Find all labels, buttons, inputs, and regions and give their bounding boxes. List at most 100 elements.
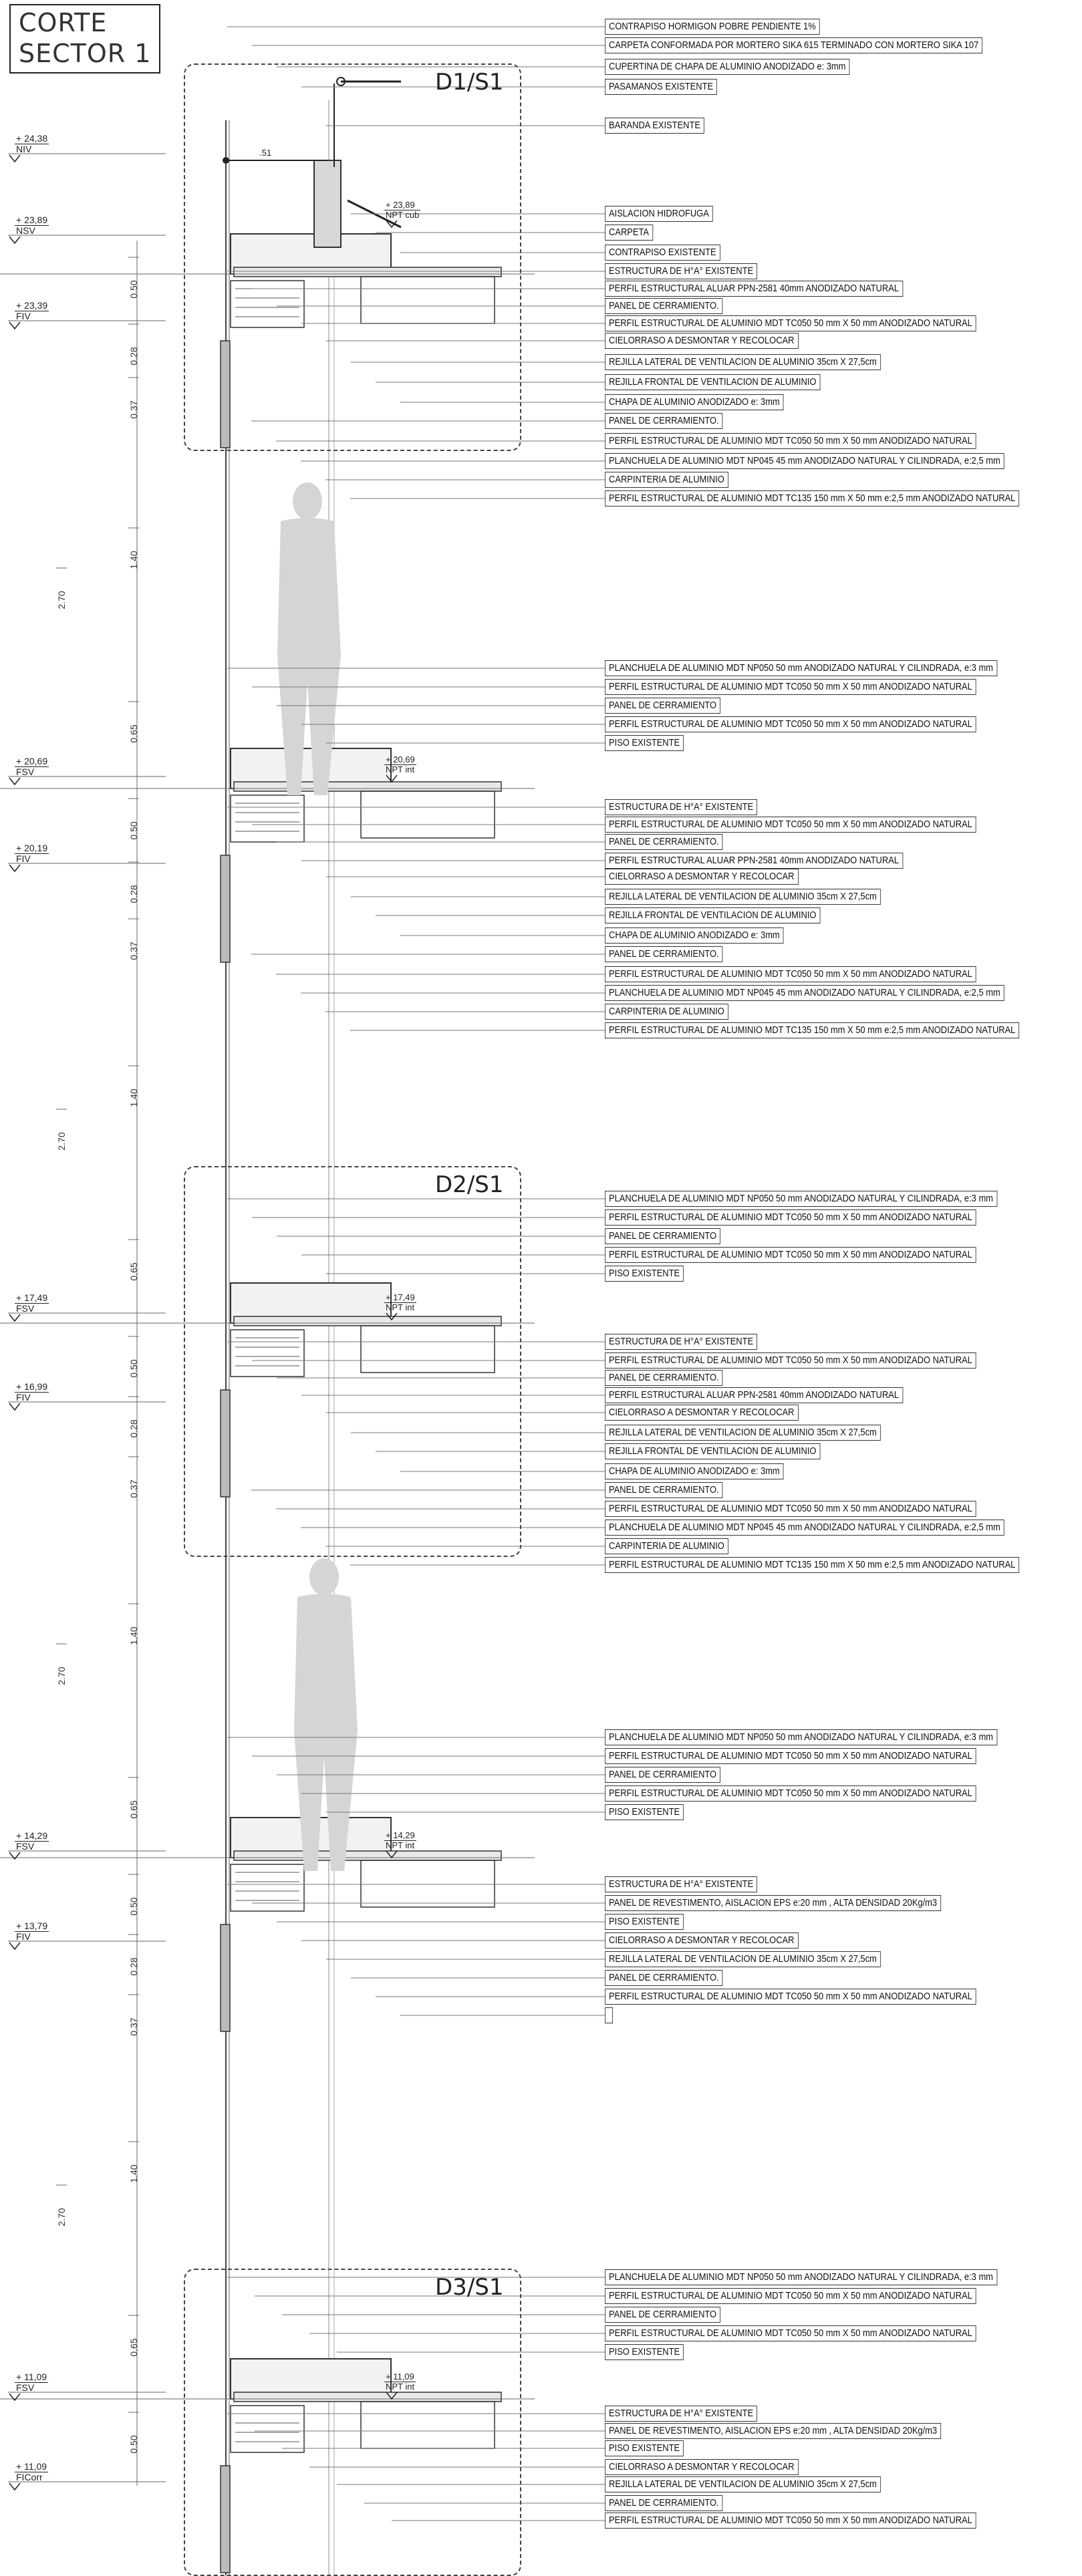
annotation-label: CONTRAPISO HORMIGON POBRE PENDIENTE 1%: [605, 19, 820, 35]
annotation-label: CIELORRASO A DESMONTAR Y RECOLOCAR: [605, 333, 799, 349]
annotation-label: PISO EXISTENTE: [605, 2344, 684, 2360]
dimension-label: 0.65: [128, 724, 139, 743]
vent-grille-2: [230, 795, 305, 843]
annotation-label: PERFIL ESTRUCTURAL DE ALUMINIO MDT TC050…: [605, 1352, 976, 1369]
level-marker-icon: [9, 2482, 21, 2491]
level-marker-icon: [9, 1403, 21, 1411]
annotation-label: CARPETA: [605, 225, 654, 241]
annotation-label: PISO EXISTENTE: [605, 1266, 684, 1282]
annotation-label: [605, 2007, 614, 2023]
level-value: + 20,69: [384, 754, 416, 765]
annotation-label: PANEL DE CERRAMIENTO.: [605, 298, 723, 314]
level-marker-icon: [386, 2392, 398, 2400]
level-value: + 16,99: [15, 1381, 49, 1393]
level-value: + 23,89: [15, 214, 49, 226]
annotation-label: PANEL DE REVESTIMENTO, AISLACION EPS e:2…: [605, 1895, 942, 1911]
annotation-label: PANEL DE CERRAMIENTO.: [605, 413, 723, 429]
annotation-label: PERFIL ESTRUCTURAL DE ALUMINIO MDT TC050…: [605, 1247, 976, 1263]
detail-label-1: D1/S1: [435, 69, 504, 96]
annotation-label: PANEL DE CERRAMIENTO.: [605, 946, 723, 962]
annotation-label: PLANCHUELA DE ALUMINIO MDT NP050 50 mm A…: [605, 660, 997, 676]
dimension-label: 0.65: [128, 1262, 139, 1281]
annotation-label: REJILLA LATERAL DE VENTILACION DE ALUMIN…: [605, 354, 881, 370]
human-silhouette-1-body: [277, 518, 341, 795]
floor-finish-4: [233, 1850, 502, 1861]
handrail-post-icon: [336, 77, 346, 86]
annotation-label: PANEL DE CERRAMIENTO.: [605, 834, 723, 850]
level-value: + 20,19: [15, 843, 49, 854]
annotation-label: REJILLA LATERAL DE VENTILACION DE ALUMIN…: [605, 2476, 881, 2492]
dimension-label: 1.40: [128, 1626, 139, 1645]
annotation-label: PERFIL ESTRUCTURAL ALUAR PPN-2581 40mm A…: [605, 281, 903, 297]
level-code: NPT int: [386, 1302, 415, 1312]
annotation-label: PLANCHUELA DE ALUMINIO MDT NP050 50 mm A…: [605, 2269, 997, 2285]
annotation-label: CHAPA DE ALUMINIO ANODIZADO e: 3mm: [605, 1463, 784, 1479]
dimension-label: 2.70: [56, 1132, 67, 1151]
closing-panel-3: [220, 1389, 231, 1497]
detail-box-d1: [184, 63, 521, 451]
annotation-label: REJILLA LATERAL DE VENTILACION DE ALUMIN…: [605, 1425, 881, 1441]
level-marker-icon: [386, 1850, 398, 1859]
annotation-label: REJILLA FRONTAL DE VENTILACION DE ALUMIN…: [605, 1443, 821, 1459]
annotation-label: CARPETA CONFORMADA POR MORTERO SIKA 615 …: [605, 37, 983, 53]
dimension-label: 2.70: [56, 1667, 67, 1685]
annotation-label: ESTRUCTURA DE H°A° EXISTENTE: [605, 1876, 758, 1892]
level-code: NPT int: [386, 1840, 415, 1850]
level-marker-icon: [9, 864, 21, 873]
title-line-1: CORTE: [19, 8, 108, 37]
level-marker-icon: [9, 1852, 21, 1860]
ceiling-box-4: [360, 1860, 495, 1908]
level-value: + 23,39: [15, 300, 49, 311]
level-code: FSV: [16, 766, 35, 777]
annotation-label: PERFIL ESTRUCTURAL DE ALUMINIO MDT TC050…: [605, 2513, 976, 2529]
annotation-label: CIELORRASO A DESMONTAR Y RECOLOCAR: [605, 1933, 799, 1949]
annotation-label: PERFIL ESTRUCTURAL DE ALUMINIO MDT TC050…: [605, 1501, 976, 1517]
dimension-label: 0.28: [128, 885, 139, 903]
vent-grille-5: [230, 2405, 305, 2453]
annotation-label: PANEL DE CERRAMIENTO: [605, 1767, 721, 1783]
dimension-label: 0.50: [128, 1897, 139, 1916]
dimension-051: .51: [259, 148, 272, 158]
annotation-label: CIELORRASO A DESMONTAR Y RECOLOCAR: [605, 2459, 799, 2475]
dimension-label: 0.65: [128, 1800, 139, 1819]
level-value: + 13,79: [15, 1920, 49, 1932]
level-code: NPT cub: [386, 210, 420, 220]
annotation-label: CUPERTINA DE CHAPA DE ALUMINIO ANODIZADO…: [605, 59, 850, 75]
annotation-label: PERFIL ESTRUCTURAL DE ALUMINIO MDT TC050…: [605, 679, 976, 695]
level-marker-icon: [386, 220, 398, 229]
dimension-label: 0.28: [128, 347, 139, 366]
annotation-label: PERFIL ESTRUCTURAL DE ALUMINIO MDT TC050…: [605, 1209, 976, 1226]
dimension-label: 0.65: [128, 2338, 139, 2357]
annotation-label: ESTRUCTURA DE H°A° EXISTENTE: [605, 1334, 758, 1350]
closing-panel-4: [220, 1924, 231, 2032]
dimension-label: 0.37: [128, 2017, 139, 2036]
annotation-label: CHAPA DE ALUMINIO ANODIZADO e: 3mm: [605, 927, 784, 944]
annotation-label: PANEL DE CERRAMIENTO: [605, 698, 721, 714]
title-line-2: SECTOR 1: [19, 39, 152, 68]
annotation-label: PISO EXISTENTE: [605, 2440, 684, 2456]
annotation-label: PANEL DE CERRAMIENTO: [605, 2307, 721, 2323]
dimension-label: 1.40: [128, 1089, 139, 1107]
annotation-label: PERFIL ESTRUCTURAL DE ALUMINIO MDT TC135…: [605, 490, 1020, 507]
annotation-label: PERFIL ESTRUCTURAL DE ALUMINIO MDT TC050…: [605, 2325, 976, 2341]
level-value: + 14,29: [15, 1830, 49, 1842]
annotation-label: ESTRUCTURA DE H°A° EXISTENTE: [605, 799, 758, 815]
annotation-label: REJILLA FRONTAL DE VENTILACION DE ALUMIN…: [605, 374, 821, 390]
dimension-label: 0.37: [128, 942, 139, 960]
annotation-label: CIELORRASO A DESMONTAR Y RECOLOCAR: [605, 1405, 799, 1421]
annotation-label: PERFIL ESTRUCTURAL DE ALUMINIO MDT TC050…: [605, 1989, 976, 2005]
level-marker-icon: [9, 154, 21, 163]
annotation-label: CONTRAPISO EXISTENTE: [605, 245, 720, 261]
level-marker-icon: [9, 1942, 21, 1951]
annotation-label: CARPINTERIA DE ALUMINIO: [605, 1004, 728, 1020]
